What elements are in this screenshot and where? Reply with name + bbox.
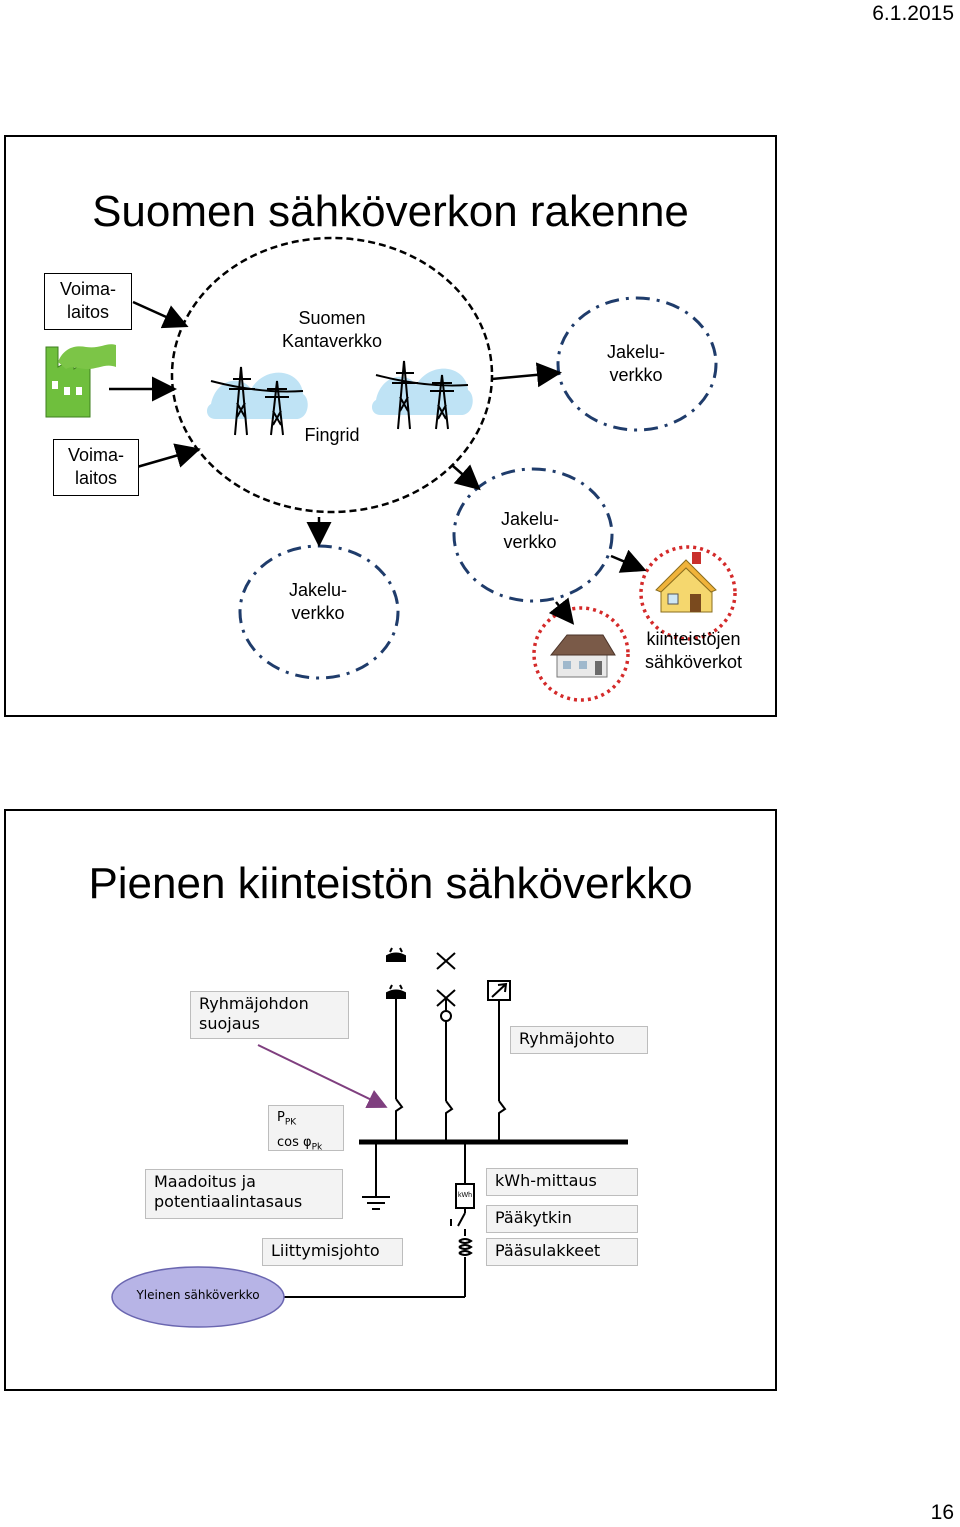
power-plant-bottom-text: Voima- laitos [67,445,125,488]
house-icon [549,634,616,678]
meter-symbol-text: kWh [458,1192,472,1199]
fuse-icon [458,1238,473,1256]
power-plant-label-bottom: Voima- laitos [53,439,139,496]
lamp-icon [436,952,456,1142]
property-network-diagram [111,947,628,1328]
factory-icon [45,344,116,418]
power-plant-top-text: Voima- laitos [59,279,117,322]
distribution-circle-middle [452,467,614,603]
power-values-label: PPK cos φPk [268,1105,344,1152]
page-number: 16 [930,1501,954,1524]
power-plant-label-top: Voima- laitos [44,273,132,330]
grid-structure-diagram [45,236,737,702]
group-line-label: Ryhmäjohto [510,1026,648,1054]
power-symbol: P [277,1110,285,1125]
main-grid-circle [170,236,494,514]
distribution-middle-label: Jakelu- verkko [500,509,560,552]
group-protection-label: Ryhmäjohdon suojaus [190,991,349,1039]
public-grid-label: Yleinen sähköverkko [136,1288,260,1302]
main-switch-icon [457,1212,466,1236]
pylon-icon [206,366,308,436]
pylon-icon [371,360,473,430]
slide-small-property-network: Pienen kiinteistön sähköverkko Ryhmäjohd… [4,809,777,1391]
main-fuses-label: Pääsulakkeet [486,1238,638,1266]
power-factor-subscript: Pk [311,1142,323,1153]
slide-power-grid-structure: Suomen sähköverkon rakenne Voima- laitos… [4,135,777,717]
appliance-icon [487,980,511,1142]
house-icon [655,552,717,613]
property-networks-label: kiinteistöjen sähköverkot [644,629,743,672]
power-factor: cos φPk [277,1133,335,1158]
socket-icon [386,947,406,999]
power-subscript: PK [284,1117,297,1128]
slide2-title: Pienen kiinteistön sähköverkko [88,859,693,908]
property-circle-right [639,545,737,641]
service-line-label: Liittymisjohto [262,1238,403,1266]
earthing-label: Maadoitus ja potentiaalintasaus [145,1169,343,1219]
distribution-top-right-label: Jakelu- verkko [606,342,666,385]
kwh-metering-label: kWh-mittaus [486,1168,638,1196]
date: 6.1.2015 [872,2,954,25]
grid-operator: Fingrid [304,425,360,445]
power-factor-symbol: cos φ [277,1134,312,1150]
public-grid-ellipse [111,1266,285,1328]
distribution-bottom-label: Jakelu- verkko [288,580,348,623]
property-circle-left [532,606,630,702]
slide1-title: Suomen sähköverkon rakenne [92,187,689,236]
main-switch-label: Pääkytkin [486,1205,638,1233]
power-rating: PPK [277,1108,335,1133]
grid-name: Suomen Kantaverkko [281,308,383,351]
ground-icon [362,1142,390,1210]
